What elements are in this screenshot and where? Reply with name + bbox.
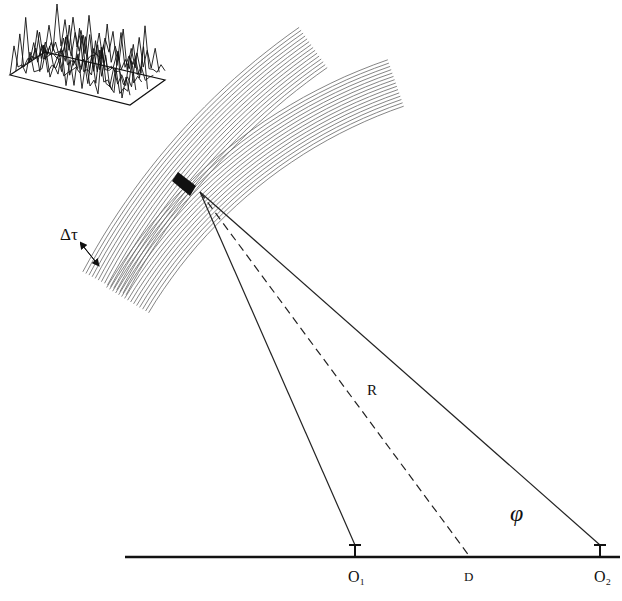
wavefront-line [89, 33, 303, 275]
ground-line [125, 556, 620, 559]
station-label: O₁ [346, 568, 367, 586]
width-label: Δτ [58, 226, 80, 245]
wavefront-line [122, 76, 394, 296]
wavefront-bands [83, 27, 404, 312]
wavefront-line [134, 90, 398, 304]
wavefront-line [107, 60, 388, 288]
wavefront-line [125, 80, 395, 299]
wavefront-line [137, 93, 400, 306]
range-label: R [365, 382, 379, 399]
surface-trace [39, 24, 159, 72]
wavefront-line [140, 96, 401, 307]
surface-trace [33, 25, 153, 80]
wavefront-line [110, 63, 389, 289]
station-symbol [349, 545, 361, 557]
source-marker [172, 172, 196, 196]
wavefront-line [92, 36, 305, 277]
wavefront-line [149, 106, 404, 313]
wavefront-line [101, 45, 311, 282]
range-line [200, 192, 470, 557]
angle-label: φ [508, 500, 525, 526]
width-arrow [82, 245, 99, 266]
wavefront-line [131, 86, 397, 302]
wavefront-line [113, 66, 391, 291]
wavefront-line [116, 70, 392, 293]
midpoint-label: D [462, 570, 475, 584]
wavefront-line [119, 73, 393, 295]
station-symbol [594, 545, 606, 557]
wavefront-line [95, 39, 307, 279]
wavefront-line [128, 83, 396, 300]
station-label: O₂ [592, 568, 613, 586]
ray-line [200, 192, 600, 545]
wavefront-line [143, 100, 402, 310]
wavefront-line [111, 53, 318, 286]
wavefront-line [146, 103, 403, 311]
surface-plot [10, 4, 165, 105]
ray-line [200, 192, 355, 545]
wavefront-line [105, 48, 314, 284]
wavefront-line [98, 42, 309, 280]
surface-trace [45, 4, 165, 73]
